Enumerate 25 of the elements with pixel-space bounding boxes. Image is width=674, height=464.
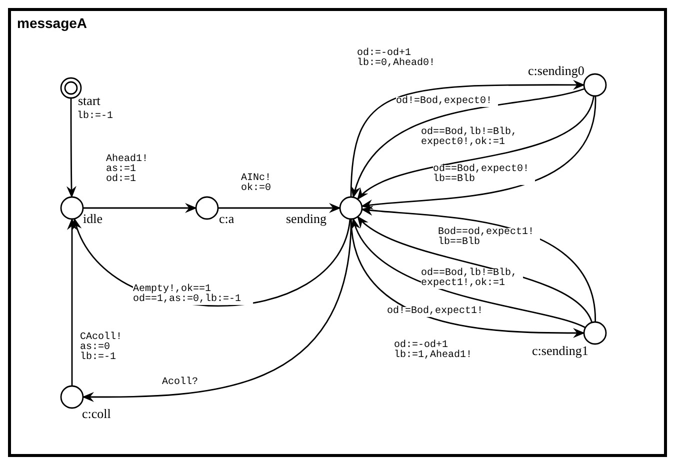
transition-arrow — [218, 203, 341, 213]
transition-label: od==Bod,expect0! lb==Blb — [433, 165, 536, 185]
state-circle — [339, 196, 363, 220]
state-circle — [60, 385, 84, 409]
state-circle — [583, 321, 607, 345]
transition-label: od==Bod,lb!=Blb, expect0!,ok:=1 — [421, 128, 524, 148]
state-name: c:sending0 — [528, 64, 584, 77]
diagram-title: messageA — [17, 16, 88, 30]
transition-arrow — [67, 218, 77, 386]
state-circle — [60, 196, 84, 220]
transition-arrow — [83, 203, 197, 213]
state-name: idle — [83, 212, 102, 225]
state-name: c:sending1 — [532, 344, 588, 357]
transition-label: Aempty!,ok==1 od==1,as:=0,lb:=-1 — [133, 285, 254, 305]
state-name: start — [78, 94, 100, 107]
state-name: c:a — [219, 212, 234, 225]
transition-label: od!=Bod,expect0! — [396, 97, 498, 107]
initial-state-circle — [60, 77, 82, 99]
state-name: sending — [286, 212, 326, 225]
state-circle — [195, 196, 219, 220]
transition-arrow — [66, 98, 76, 198]
state-circle — [583, 73, 607, 97]
transition-arrow — [82, 218, 352, 402]
state-name: c:coll — [82, 407, 111, 420]
transition-label: od==Bod,lb!=Blb, expect1!,ok:=1 — [421, 269, 524, 289]
